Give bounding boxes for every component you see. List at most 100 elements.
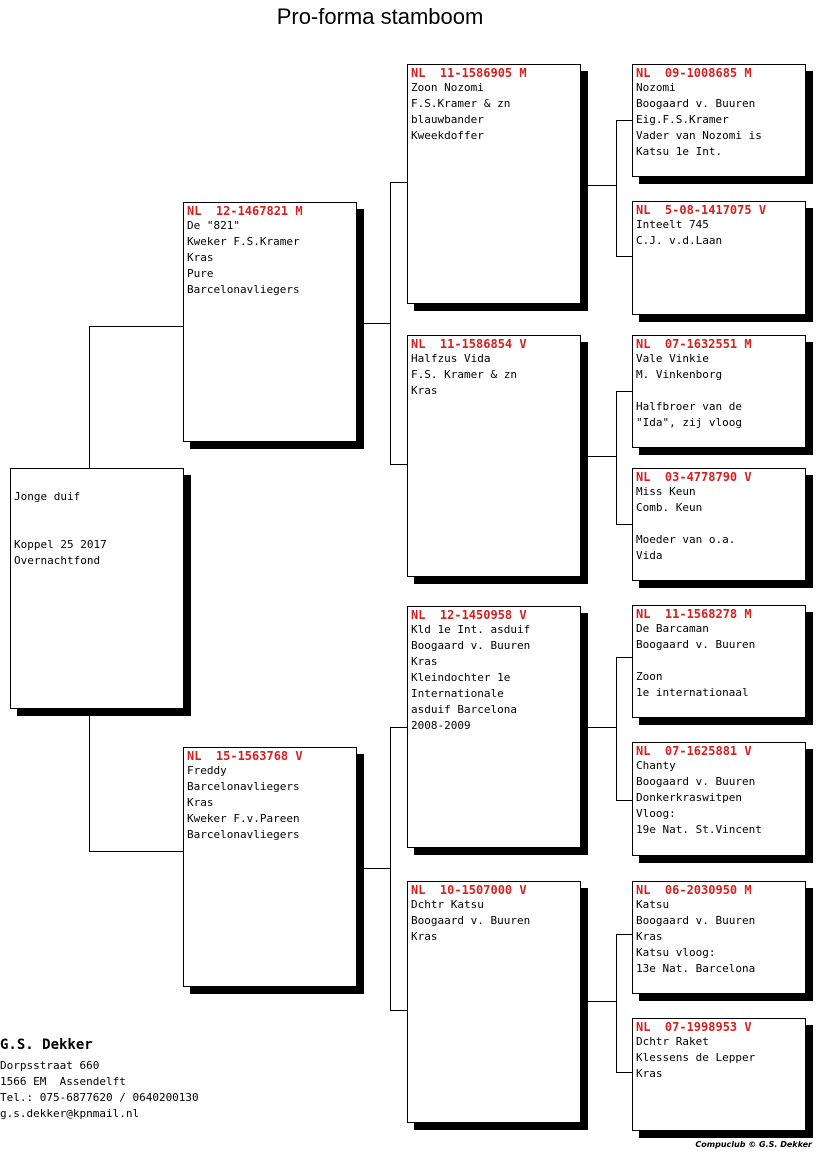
card-line: Katsu [636, 898, 670, 911]
card-line: Kweker F.v.Pareen [187, 812, 300, 825]
card-line: Kld 1e Int. asduif [411, 623, 531, 636]
owner-info: G.S. Dekker Dorpsstraat 660 1566 EM Asse… [0, 1036, 199, 1122]
ring-number: NL 11-1568278 M [636, 607, 752, 621]
ring-number: NL 09-1008685 M [636, 66, 752, 80]
card-line: Klessens de Lepper [636, 1051, 756, 1064]
card-line: Kweker F.S.Kramer [187, 235, 300, 248]
card-line: C.J. v.d.Laan [636, 234, 723, 247]
card-line: Kras [636, 1067, 663, 1080]
ring-number: NL 06-2030950 M [636, 883, 752, 897]
ring-number: NL 15-1563768 V [187, 749, 303, 763]
card-line: Zoon [636, 670, 663, 683]
card-line: F.S.Kramer & zn [411, 97, 511, 110]
card-line: Kras [411, 384, 438, 397]
card-line: Halfbroer van de [636, 400, 742, 413]
card-line: Halfzus Vida [411, 352, 491, 365]
card-line: M. Vinkenborg [636, 368, 723, 381]
owner-name: G.S. Dekker [0, 1037, 93, 1053]
pigeon-card-great-grandparent-4[interactable]: NL 03-4778790 V Miss Keun Comb. Keun Moe… [632, 468, 806, 581]
owner-address: Dorpsstraat 660 [0, 1059, 100, 1072]
card-line: Moeder van o.a. [636, 533, 736, 546]
footer-credit: Compuclub © G.S. Dekker [695, 1140, 812, 1149]
card-line [636, 383, 802, 399]
card-line: Internationale [411, 687, 504, 700]
ring-number: NL 11-1586905 M [411, 66, 527, 80]
card-line: F.S. Kramer & zn [411, 368, 517, 381]
card-line: Barcelonavliegers [187, 828, 300, 841]
pigeon-card-grandfather-maternal[interactable]: NL 12-1450958 V Kld 1e Int. asduif Booga… [407, 606, 581, 848]
card-line: Katsu 1e Int. [636, 145, 723, 158]
card-line: Eig.F.S.Kramer [636, 113, 729, 126]
ring-number: NL 11-1586854 V [411, 337, 527, 351]
card-line: De Barcaman [636, 622, 709, 635]
pigeon-card-great-grandparent-2[interactable]: NL 5-08-1417075 V Inteelt 745 C.J. v.d.L… [632, 201, 806, 315]
ring-number: NL 12-1450958 V [411, 608, 527, 622]
pigeon-card-great-grandparent-7[interactable]: NL 06-2030950 M Katsu Boogaard v. Buuren… [632, 881, 806, 994]
card-line [636, 653, 802, 669]
card-line: Barcelonavliegers [187, 780, 300, 793]
card-line: Boogaard v. Buuren [636, 914, 756, 927]
ring-number: NL 12-1467821 M [187, 204, 303, 218]
pigeon-card-great-grandparent-3[interactable]: NL 07-1632551 M Vale Vinkie M. Vinkenbor… [632, 335, 806, 448]
card-line: Kleindochter 1e [411, 671, 511, 684]
owner-email: g.s.dekker@kpnmail.nl [0, 1107, 140, 1120]
card-line: Nozomi [636, 81, 676, 94]
card-line: Miss Keun [636, 485, 696, 498]
card-line: Boogaard v. Buuren [411, 914, 531, 927]
card-line: asduif Barcelona [411, 703, 517, 716]
page-title: Pro-forma stamboom [276, 4, 484, 29]
card-line: 1e internationaal [636, 686, 749, 699]
card-line: Vader van Nozomi is [636, 129, 762, 142]
card-line: Kweekdoffer [411, 129, 484, 142]
card-line [636, 516, 802, 532]
card-line: Dchtr Raket [636, 1035, 709, 1048]
card-line: Vida [636, 549, 663, 562]
card-line: Vale Vinkie [636, 352, 709, 365]
pigeon-card-root[interactable]: Jonge duif Koppel 25 2017 Overnachtfond [10, 468, 184, 709]
pigeon-card-father[interactable]: NL 12-1467821 M De "821" Kweker F.S.Kram… [183, 202, 357, 442]
card-line: Boogaard v. Buuren [411, 639, 531, 652]
card-line: Dchtr Katsu [411, 898, 484, 911]
card-line: Boogaard v. Buuren [636, 638, 756, 651]
pigeon-card-great-grandparent-8[interactable]: NL 07-1998953 V Dchtr Raket Klessens de … [632, 1018, 806, 1131]
card-line: Barcelonavliegers [187, 283, 300, 296]
ring-number: NL 5-08-1417075 V [636, 203, 767, 217]
root-line-5: Overnachtfond [14, 554, 101, 567]
card-line: Boogaard v. Buuren [636, 775, 756, 788]
ring-number: NL 07-1632551 M [636, 337, 752, 351]
card-line: Katsu vloog: [636, 946, 716, 959]
pigeon-card-great-grandparent-1[interactable]: NL 09-1008685 M Nozomi Boogaard v. Buure… [632, 64, 806, 177]
card-line: 13e Nat. Barcelona [636, 962, 756, 975]
ring-number: NL 07-1998953 V [636, 1020, 752, 1034]
ring-number: NL 07-1625881 V [636, 744, 752, 758]
card-line: "Ida", zij vloog [636, 416, 742, 429]
card-line: De "821" [187, 219, 240, 232]
card-line: Kras [411, 655, 438, 668]
root-line-3 [14, 521, 180, 537]
pigeon-card-grandmother-maternal[interactable]: NL 10-1507000 V Dchtr Katsu Boogaard v. … [407, 881, 581, 1123]
pigeon-card-great-grandparent-5[interactable]: NL 11-1568278 M De Barcaman Boogaard v. … [632, 605, 806, 718]
card-line: 19e Nat. St.Vincent [636, 823, 762, 836]
card-line: Freddy [187, 764, 227, 777]
root-line-1: Jonge duif [14, 490, 81, 503]
card-line: Chanty [636, 759, 676, 772]
card-line: Comb. Keun [636, 501, 703, 514]
card-line: Kras [636, 930, 663, 943]
pigeon-card-great-grandparent-6[interactable]: NL 07-1625881 V Chanty Boogaard v. Buure… [632, 742, 806, 856]
card-line: Vloog: [636, 807, 676, 820]
card-line: Kras [187, 251, 214, 264]
root-line-4: Koppel 25 2017 [14, 538, 107, 551]
ring-number: NL 10-1507000 V [411, 883, 527, 897]
card-line: Donkerkraswitpen [636, 791, 742, 804]
card-line: Zoon Nozomi [411, 81, 484, 94]
pigeon-card-grandfather-paternal[interactable]: NL 11-1586905 M Zoon Nozomi F.S.Kramer &… [407, 64, 581, 304]
ring-number: NL 03-4778790 V [636, 470, 752, 484]
owner-city: 1566 EM Assendelft [0, 1075, 126, 1088]
card-line: Boogaard v. Buuren [636, 97, 756, 110]
card-line: Kras [411, 930, 438, 943]
owner-phone: Tel.: 075-6877620 / 0640200130 [0, 1091, 199, 1104]
pigeon-card-grandmother-paternal[interactable]: NL 11-1586854 V Halfzus Vida F.S. Kramer… [407, 335, 581, 577]
pigeon-card-mother[interactable]: NL 15-1563768 V Freddy Barcelonavliegers… [183, 747, 357, 987]
card-line: 2008-2009 [411, 719, 471, 732]
card-line: Inteelt 745 [636, 218, 709, 231]
